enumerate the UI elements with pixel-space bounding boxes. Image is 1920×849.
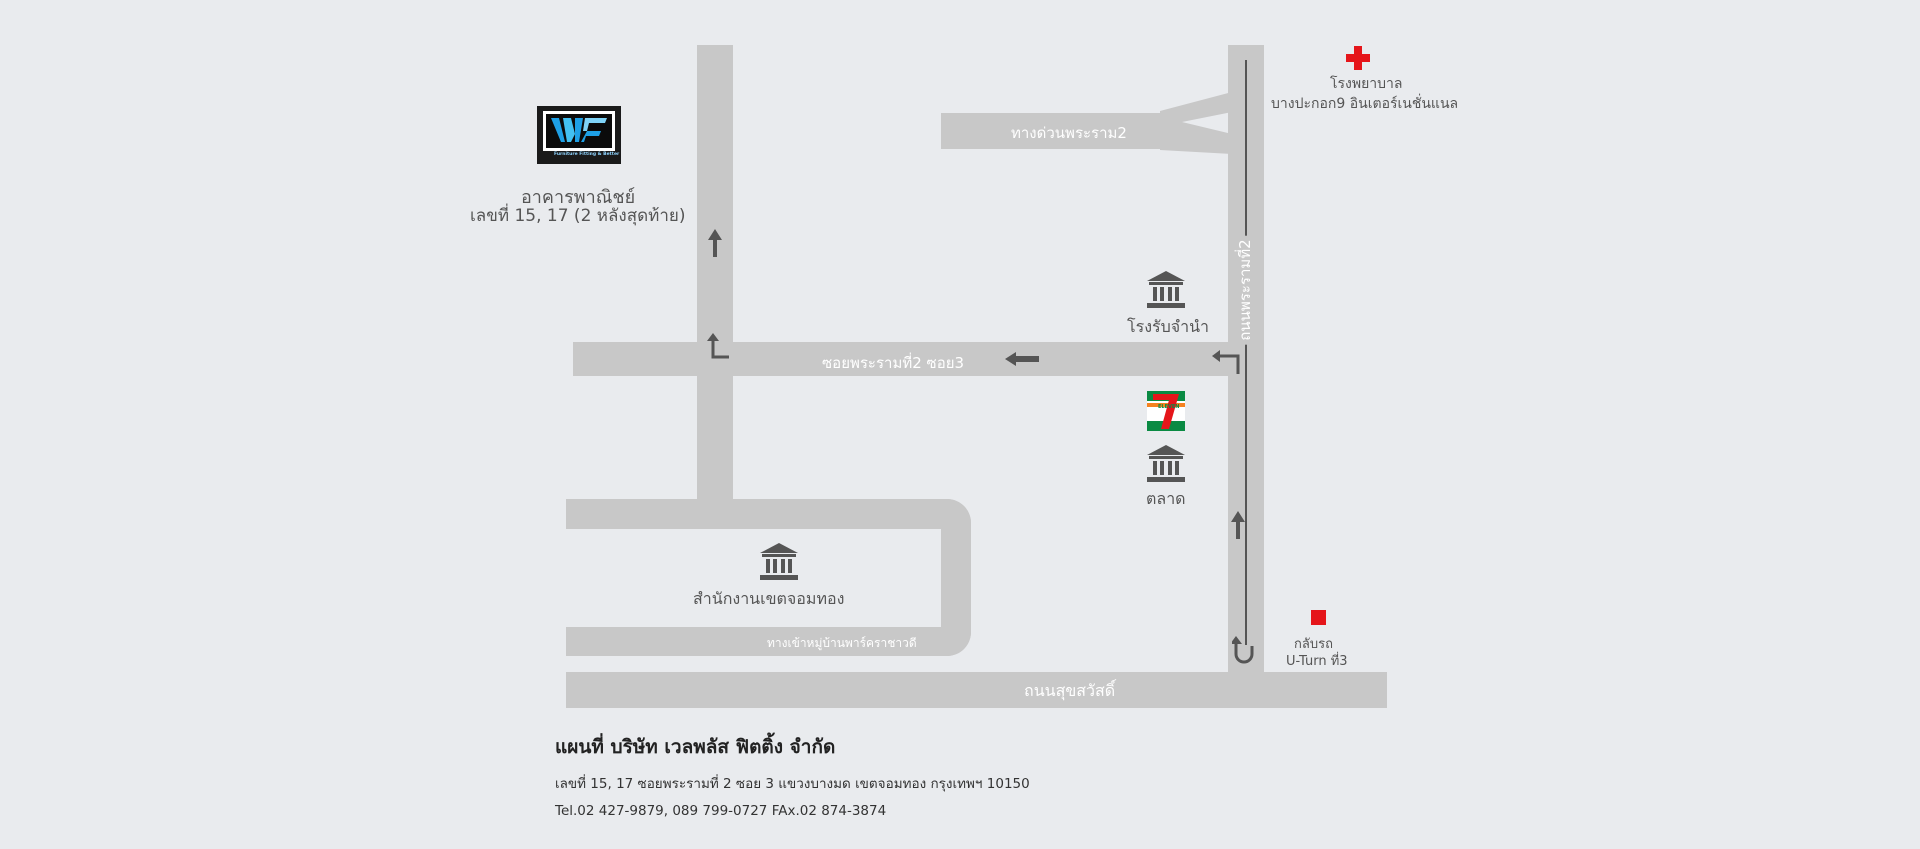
arrow-up-icon — [1231, 511, 1245, 539]
arrow-turn-up-icon — [707, 333, 729, 359]
lane-line-rama2 — [1245, 60, 1247, 645]
footer-address: เลขที่ 15, 17 ซอยพระรามที่ 2 ซอย 3 แขวงบ… — [555, 776, 1030, 792]
company-building-label: อาคารพาณิชย์ — [521, 187, 636, 208]
pawnshop-label: โรงรับจำนำ — [1127, 317, 1210, 336]
road-vertical-left — [697, 45, 733, 501]
u-turn-arrow-icon — [1232, 636, 1254, 664]
arrow-left-icon — [1005, 352, 1039, 366]
road-label-rama2: ถนนพระรามที่2 — [1233, 235, 1257, 345]
building-icon — [1147, 271, 1185, 308]
road-soi-3 — [573, 342, 1236, 376]
footer: แผนที่ บริษัท เวลพลัส ฟิตติ้ง จำกัด เลขท… — [555, 732, 1030, 828]
road-village-loop-bottom — [566, 627, 971, 656]
seven-eleven-logo-icon — [1147, 391, 1185, 431]
seven-eleven-label: ELEVEN — [1158, 404, 1180, 410]
hospital-label-line2: บางปะกอก9 อินเตอร์เนชั่นแนล — [1271, 96, 1459, 112]
arrow-turn-left-icon — [1212, 350, 1240, 374]
footer-contact: Tel.02 427-9879, 089 799-0727 FAx.02 874… — [555, 803, 887, 819]
company-logo-icon — [537, 106, 621, 164]
road-suksawat — [566, 672, 1387, 708]
district-office-label: สำนักงานเขตจอมทอง — [693, 589, 845, 608]
u-turn-label-line2: U-Turn ที่3 — [1286, 654, 1348, 669]
road-village-loop-top — [566, 499, 971, 529]
road-label-suksawat: ถนนสุขสวัสดิ์ — [1024, 681, 1116, 700]
company-address-label: เลขที่ 15, 17 (2 หลังสุดท้าย) — [470, 206, 686, 226]
road-label-soi-3: ซอยพระรามที่2 ซอย3 — [822, 354, 965, 372]
u-turn-marker-icon — [1311, 610, 1326, 625]
road-label-expressway: ทางด่วนพระราม2 — [1011, 124, 1127, 142]
footer-title: แผนที่ บริษัท เวลพลัส ฟิตติ้ง จำกัด — [555, 736, 836, 758]
hospital-cross-icon — [1346, 46, 1370, 70]
road-expressway-ramp — [1160, 92, 1232, 154]
building-icon — [760, 543, 798, 580]
building-icon — [1147, 445, 1185, 482]
company-logo-text: Furniture Fitting & Better — [554, 152, 620, 157]
arrow-up-icon — [708, 229, 722, 257]
road-expressway — [941, 113, 1171, 149]
market-label: ตลาด — [1146, 489, 1186, 508]
u-turn-label-line1: กลับรถ — [1294, 637, 1333, 652]
hospital-label-line1: โรงพยาบาล — [1330, 76, 1403, 92]
road-label-village-entrance: ทางเข้าหมู่บ้านพาร์คราชาวดี — [767, 636, 917, 650]
